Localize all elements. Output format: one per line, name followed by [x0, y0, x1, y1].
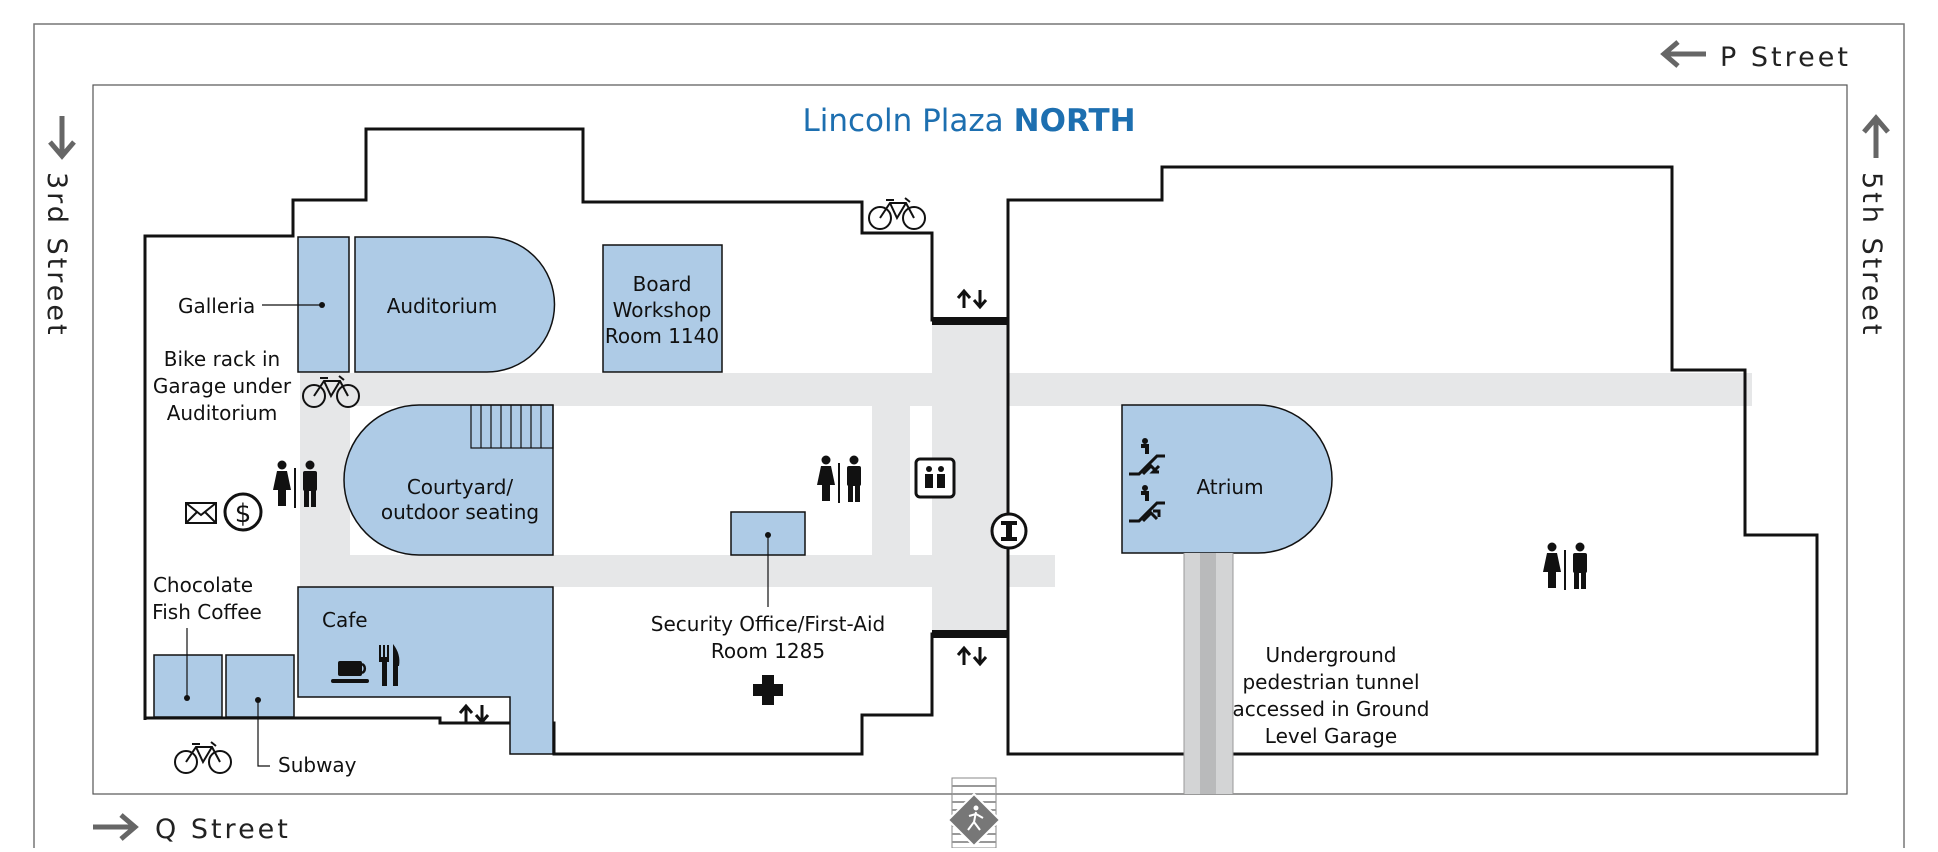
- chocolate-fish-label-2: Fish Coffee: [152, 600, 262, 624]
- first-aid-icon: [753, 675, 783, 705]
- street-label-bottom: Q Street: [93, 813, 291, 845]
- map-title: Lincoln Plaza NORTH: [802, 103, 1135, 139]
- tunnel-label-4: Level Garage: [1265, 724, 1397, 748]
- elevator-icon: [914, 457, 956, 499]
- street-label-top: P Street: [1660, 40, 1851, 73]
- mail-icon: [185, 502, 217, 524]
- fork-knife-icon: [379, 644, 400, 686]
- arrow-right-icon: [93, 813, 139, 841]
- street-label-left: 3rd Street: [41, 116, 76, 338]
- street-label-right: 5th Street: [1856, 114, 1890, 338]
- subway-label: Subway: [278, 753, 357, 777]
- cafe-room: [297, 586, 554, 755]
- stairs-up-down-icon: [956, 288, 988, 310]
- galleria-label: Galleria: [178, 294, 255, 318]
- bike-rack-label-3: Auditorium: [167, 401, 278, 425]
- subway-room: [225, 654, 295, 718]
- bicycle-icon: [302, 375, 360, 408]
- tunnel-label-1: Underground: [1266, 643, 1397, 667]
- coffee-cup-icon: [331, 661, 369, 683]
- restroom-icon: [817, 455, 861, 503]
- stairs-icon: [470, 404, 554, 449]
- courtyard-label-2: outdoor seating: [381, 500, 539, 524]
- entrance-north: [932, 317, 1008, 325]
- board-workshop-label-3: Room 1140: [605, 324, 719, 348]
- tunnel-label-2: pedestrian tunnel: [1242, 670, 1419, 694]
- atrium-label: Atrium: [1196, 475, 1263, 499]
- bicycle-icon: [868, 197, 926, 230]
- courtyard-label-1: Courtyard/: [407, 475, 514, 499]
- map-title-regular: Lincoln Plaza: [802, 103, 1003, 139]
- entrance-south: [932, 630, 1008, 638]
- cafe-label: Cafe: [322, 608, 368, 632]
- pedestrian-tunnel: [1183, 553, 1234, 794]
- building-outline-east: [1006, 165, 1819, 756]
- street-5th: 5th Street: [1856, 172, 1887, 338]
- map-title-bold: NORTH: [1014, 103, 1136, 139]
- corridors: [300, 320, 1752, 638]
- street-p: P Street: [1720, 42, 1851, 73]
- tunnel-label-3: accessed in Ground: [1233, 697, 1430, 721]
- board-workshop-label-1: Board: [633, 272, 692, 296]
- svg-text:$: $: [235, 499, 252, 529]
- board-workshop-room: [602, 244, 723, 373]
- bike-rack-label-1: Bike rack in: [164, 347, 280, 371]
- security-office-label-2: Room 1285: [711, 639, 825, 663]
- chocolate-fish-room: [153, 654, 223, 718]
- arrow-up-icon: [1862, 114, 1890, 158]
- stairs-up-down-icon: [956, 645, 988, 667]
- information-icon: [990, 512, 1028, 550]
- restroom-icon: [1543, 542, 1587, 590]
- escalator-down-icon: [1129, 438, 1165, 476]
- bicycle-icon: [174, 741, 232, 774]
- restroom-icon: [273, 460, 317, 508]
- street-3rd: 3rd Street: [41, 172, 72, 338]
- auditorium-label: Auditorium: [387, 294, 498, 318]
- street-q: Q Street: [155, 814, 291, 845]
- auditorium-room: [354, 236, 556, 373]
- escalator-up-icon: [1129, 485, 1165, 523]
- dollar-icon: $: [223, 492, 263, 532]
- atrium-room: [1121, 404, 1333, 554]
- bike-rack-label-2: Garage under: [153, 374, 292, 398]
- arrow-left-icon: [1660, 40, 1706, 68]
- arrow-down-icon: [48, 116, 76, 160]
- security-office-label-1: Security Office/First-Aid: [651, 612, 885, 636]
- board-workshop-label-2: Workshop: [613, 298, 712, 322]
- outer-frame: [33, 23, 1905, 852]
- stairs-up-down-icon: [458, 703, 490, 725]
- chocolate-fish-label-1: Chocolate: [153, 573, 253, 597]
- pedestrian-crossing-icon: [946, 777, 1002, 849]
